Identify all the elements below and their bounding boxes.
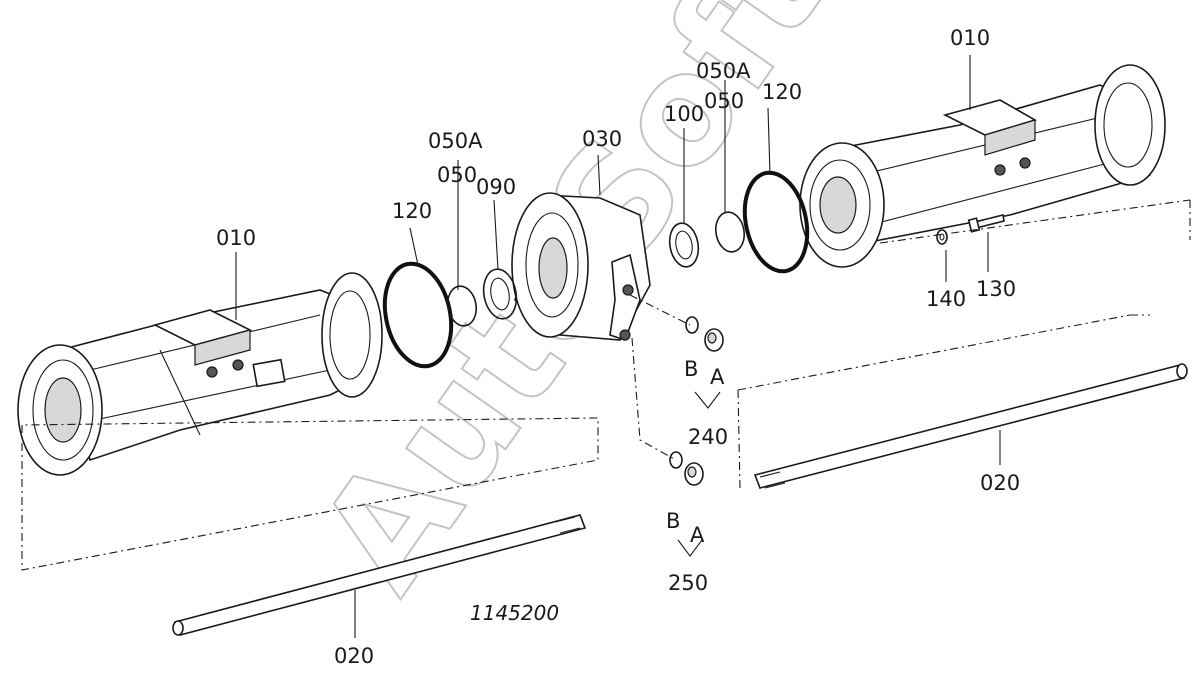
label-seal-right: 100 bbox=[664, 102, 704, 126]
bolt bbox=[967, 214, 1005, 233]
label-oring-right: 120 bbox=[762, 80, 802, 104]
label-center-housing: 030 bbox=[582, 127, 622, 151]
label-plug-set-upper: 240 bbox=[688, 425, 728, 449]
part-labels: 010 010 030 050A 050 090 120 100 050A 05… bbox=[216, 26, 1020, 668]
plug-set-upper bbox=[685, 316, 724, 352]
label-shaft-left: 020 bbox=[334, 644, 374, 668]
label-oring-left: 120 bbox=[392, 199, 432, 223]
label-plug-a-lower: A bbox=[690, 523, 705, 547]
label-washer: 140 bbox=[926, 287, 966, 311]
label-plug-set-lower: 250 bbox=[668, 571, 708, 595]
left-axle-housing bbox=[17, 272, 383, 476]
drawing-number: 1145200 bbox=[470, 601, 559, 625]
left-axle-shaft bbox=[172, 514, 587, 636]
label-plug-b-lower: B bbox=[666, 509, 680, 533]
center-differential-housing bbox=[511, 192, 651, 342]
right-shim bbox=[714, 211, 746, 253]
label-shim-a-left: 050A bbox=[428, 129, 483, 153]
left-seal bbox=[482, 268, 518, 320]
label-shim-a-right: 050A bbox=[696, 59, 751, 83]
label-shaft-right: 020 bbox=[980, 471, 1020, 495]
label-plug-a-upper: A bbox=[710, 365, 725, 389]
label-housing-left: 010 bbox=[216, 226, 256, 250]
label-housing-right: 010 bbox=[950, 26, 990, 50]
washer bbox=[936, 229, 948, 245]
right-o-ring bbox=[742, 170, 810, 274]
right-axle-shaft bbox=[753, 363, 1188, 489]
leader-lines bbox=[21, 55, 1191, 638]
label-seal-left: 090 bbox=[476, 175, 516, 199]
label-bolt: 130 bbox=[976, 277, 1016, 301]
label-shim-left: 050 bbox=[437, 163, 477, 187]
label-plug-b-upper: B bbox=[684, 357, 698, 381]
label-shim-right: 050 bbox=[704, 89, 744, 113]
plug-set-lower bbox=[669, 451, 704, 486]
right-seal bbox=[668, 222, 700, 268]
right-axle-housing bbox=[799, 64, 1166, 268]
left-o-ring bbox=[382, 261, 454, 369]
